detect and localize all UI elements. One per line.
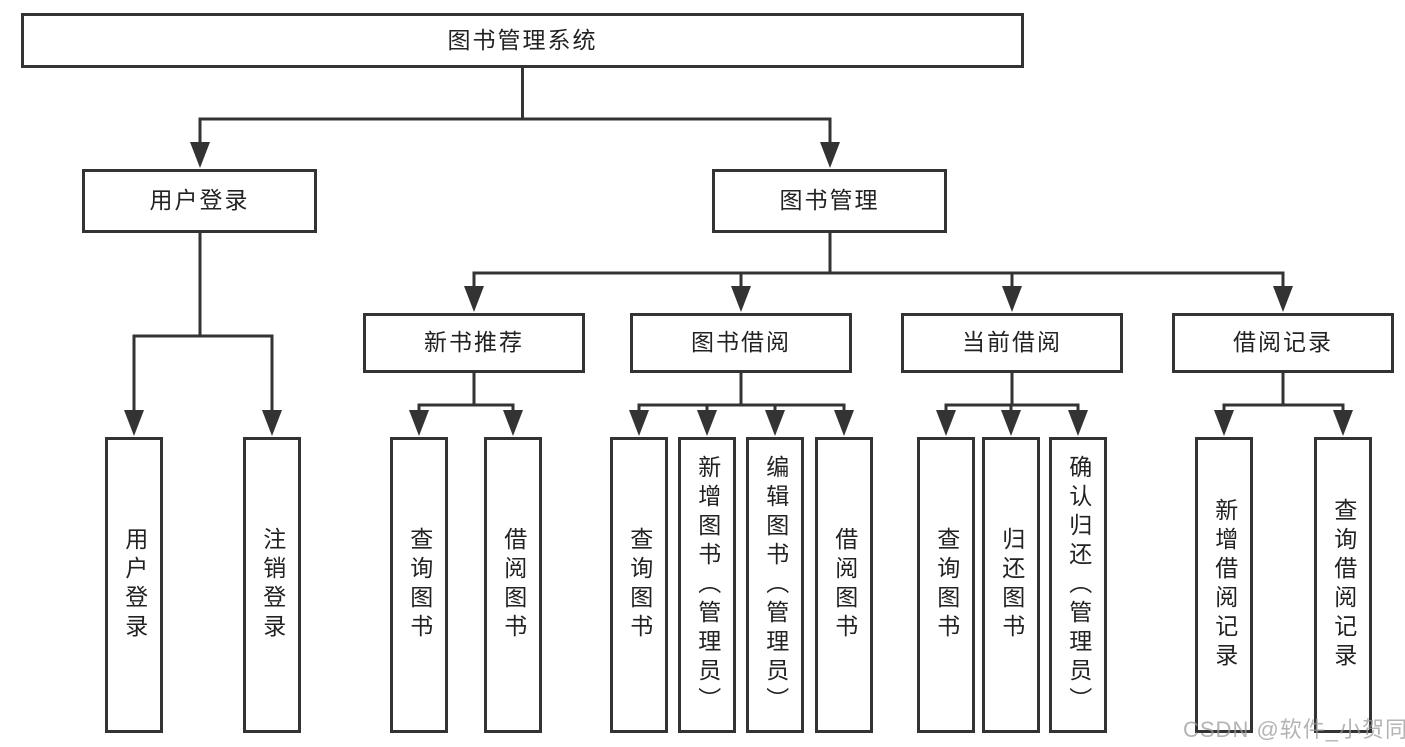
leaf-borrow-query-book: 查询图书 (610, 437, 668, 733)
node-book-management: 图书管理 (712, 169, 947, 233)
leaf-current-query-book: 查询图书 (917, 437, 975, 733)
leaf-recommend-borrow-book: 借阅图书 (484, 437, 542, 733)
node-current-borrow: 当前借阅 (901, 313, 1123, 373)
connector-paths (132, 66, 1345, 412)
node-book-borrow: 图书借阅 (630, 313, 852, 373)
leaf-query-borrow-record: 查询借阅记录 (1314, 437, 1372, 733)
arrowheads (124, 142, 1353, 436)
csdn-watermark: CSDN @软件_小贺同学 (1183, 717, 1405, 742)
leaf-logout: 注销登录 (243, 437, 301, 733)
node-borrow-record: 借阅记录 (1172, 313, 1394, 373)
leaf-borrow-book: 借阅图书 (815, 437, 873, 733)
leaf-return-book: 归还图书 (982, 437, 1040, 733)
node-user-login: 用户登录 (82, 169, 317, 233)
leaf-confirm-return-admin: 确认归还（管理员） (1049, 437, 1107, 733)
leaf-add-borrow-record: 新增借阅记录 (1195, 437, 1253, 733)
node-new-book-recommend: 新书推荐 (363, 313, 585, 373)
leaf-add-book-admin: 新增图书（管理员） (678, 437, 736, 733)
leaf-edit-book-admin: 编辑图书（管理员） (746, 437, 804, 733)
leaf-user-login: 用户登录 (105, 437, 163, 733)
leaf-recommend-query-book: 查询图书 (390, 437, 448, 733)
node-root: 图书管理系统 (21, 13, 1024, 68)
